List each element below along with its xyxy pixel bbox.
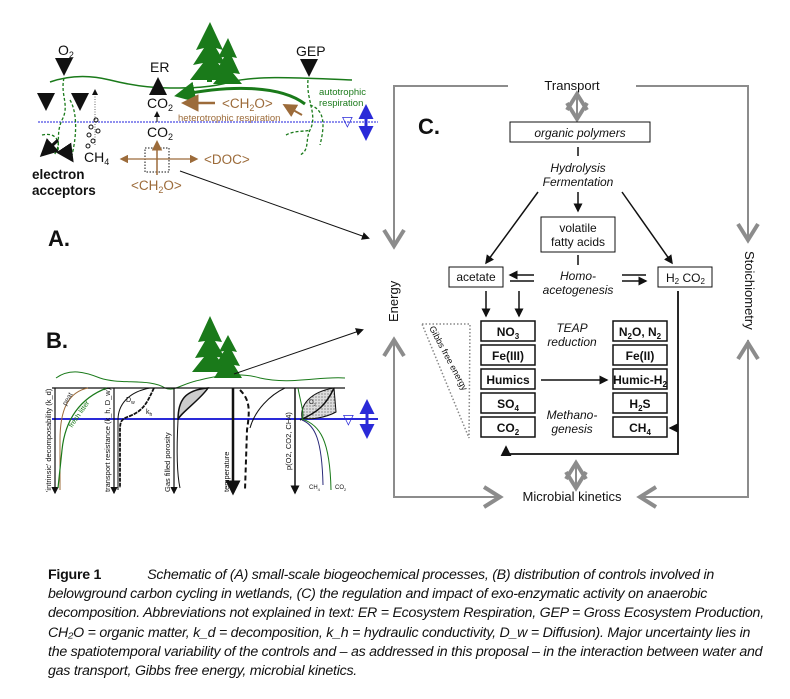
panel-b: B. peat fresh litter 'intrinsic' decompo… [44,316,378,496]
product-label: H2S [629,397,650,413]
dw-label: D [126,397,131,404]
doc-label: <DOC> [204,152,250,167]
vfa-label-1: volatile [559,221,597,235]
vfa-label-2: fatty acids [551,235,605,249]
co2-bottom-label: CO [147,124,168,140]
acceptor-label: Humics [486,373,530,387]
co2-b-label: CO [335,485,344,491]
acceptor-box [480,320,536,342]
bubbles-icon [85,117,101,149]
svg-text:H2 CO2: H2 CO2 [666,271,705,286]
figure-number: Figure 1 [48,567,102,583]
o2-label: O [58,42,69,58]
svg-text:CH4: CH4 [309,485,321,492]
acetate-label: acetate [456,270,496,284]
electron-label: electron [32,167,85,182]
axis-label-temperature: temperature [222,452,231,492]
product-label: Fe(II) [626,349,655,363]
svg-text:O2: O2 [309,400,317,407]
svg-text:<CH2O>: <CH2O> [222,96,273,113]
svg-text:<CH2O>: <CH2O> [131,178,182,195]
acceptors-label: acceptors [32,183,96,198]
tree-icon [190,22,242,84]
product-label: CH4 [629,421,651,437]
teap-label-1: TEAP [556,321,587,335]
energy-label: Energy [386,280,401,322]
axis-label-decomposability: 'intrinsic' decomposability (k_d) [44,388,53,492]
svg-text:CO2: CO2 [147,95,173,113]
product-box [612,416,668,438]
ch2o-bottom-label: <CH [131,178,158,193]
product-box [612,320,668,342]
water-table-icon-b: ▽ [343,411,354,427]
methano-label-1: Methano- [547,408,598,422]
co2-top-label: CO [147,95,168,111]
product-box [612,368,668,390]
heterotrophic-label: heterotrophic respiration [178,113,280,124]
microbial-kinetics-label: Microbial kinetics [523,489,622,504]
svg-text:kh: kh [146,409,153,418]
panel-b-label: B. [46,328,68,353]
panel-a: O2 electron acceptors CH4 ER CO2 CO2 [32,22,378,251]
water-table-icon: ▽ [342,113,353,129]
acceptor-label: CO2 [497,421,520,437]
peat-label: peat [62,392,75,407]
panel-c: C. Transport Energy Stoichiometry Microb… [382,78,760,509]
box-acetate [448,266,504,288]
product-box [612,392,668,414]
tree-icon [192,316,242,378]
acceptor-label: NO3 [497,325,520,341]
gibbs-triangle [420,323,471,439]
fresh-litter-label: fresh litter [68,399,92,429]
product-label: Humic-H2 [613,373,667,389]
transport-label: Transport [544,78,600,93]
box-organic-polymers [509,121,651,143]
panel-a-label: A. [48,226,70,251]
axis-label-transport-resistance: transport resistance (k_h, D_w) [103,387,112,492]
ground-surface-b [55,371,346,390]
box-h2-co2 [657,266,713,288]
respiration-label: respiration [319,98,363,109]
svg-text:Dw: Dw [126,397,135,406]
homo-label-1: Homo- [560,269,596,283]
product-label: N2O, N2 [619,325,662,341]
acceptor-label: Fe(III) [492,349,524,363]
autotrophic-label: autotrophic [319,87,366,98]
methano-label-2: genesis [551,422,592,436]
svg-text:CO2: CO2 [147,124,173,142]
er-label: ER [150,59,169,75]
ch2o-right-label: <CH [222,96,249,111]
o2-b-label: O [309,400,314,406]
kh-label: k [146,409,150,416]
svg-text:CO2: CO2 [335,485,347,492]
acceptor-box [480,344,536,366]
panel-c-label: C. [418,114,440,139]
caption-text: Schematic of (A) small-scale biogeochemi… [48,567,764,680]
teap-label-2: reduction [547,335,597,349]
ch4-label: CH [84,149,104,165]
acceptor-box [480,368,536,390]
acceptor-box [480,392,536,414]
gibbs-label: Gibbs free energy [427,324,470,392]
figure-canvas: O2 electron acceptors CH4 ER CO2 CO2 [32,22,760,509]
axis-label-partial-pressure: p(O2, CO2, CH4) [284,412,293,470]
product-box [612,344,668,366]
fermentation-label: Fermentation [543,175,614,189]
stoichiometry-label: Stoichiometry [742,251,757,330]
svg-text:O2: O2 [58,42,74,60]
hydrolysis-label: Hydrolysis [550,161,605,175]
gep-label: GEP [296,43,326,59]
homo-label-2: acetogenesis [543,283,614,297]
axis-label-gas-porosity: Gas filled porosity [163,432,172,492]
ch4-b-label: CH [309,485,318,491]
acceptor-label: SO4 [497,397,519,413]
organic-polymers-label: organic polymers [534,126,625,140]
acceptor-box [480,416,536,438]
h2co2-label: H [666,271,675,285]
svg-text:CH4: CH4 [84,149,109,167]
box-volatile-fatty-acids [540,216,616,253]
